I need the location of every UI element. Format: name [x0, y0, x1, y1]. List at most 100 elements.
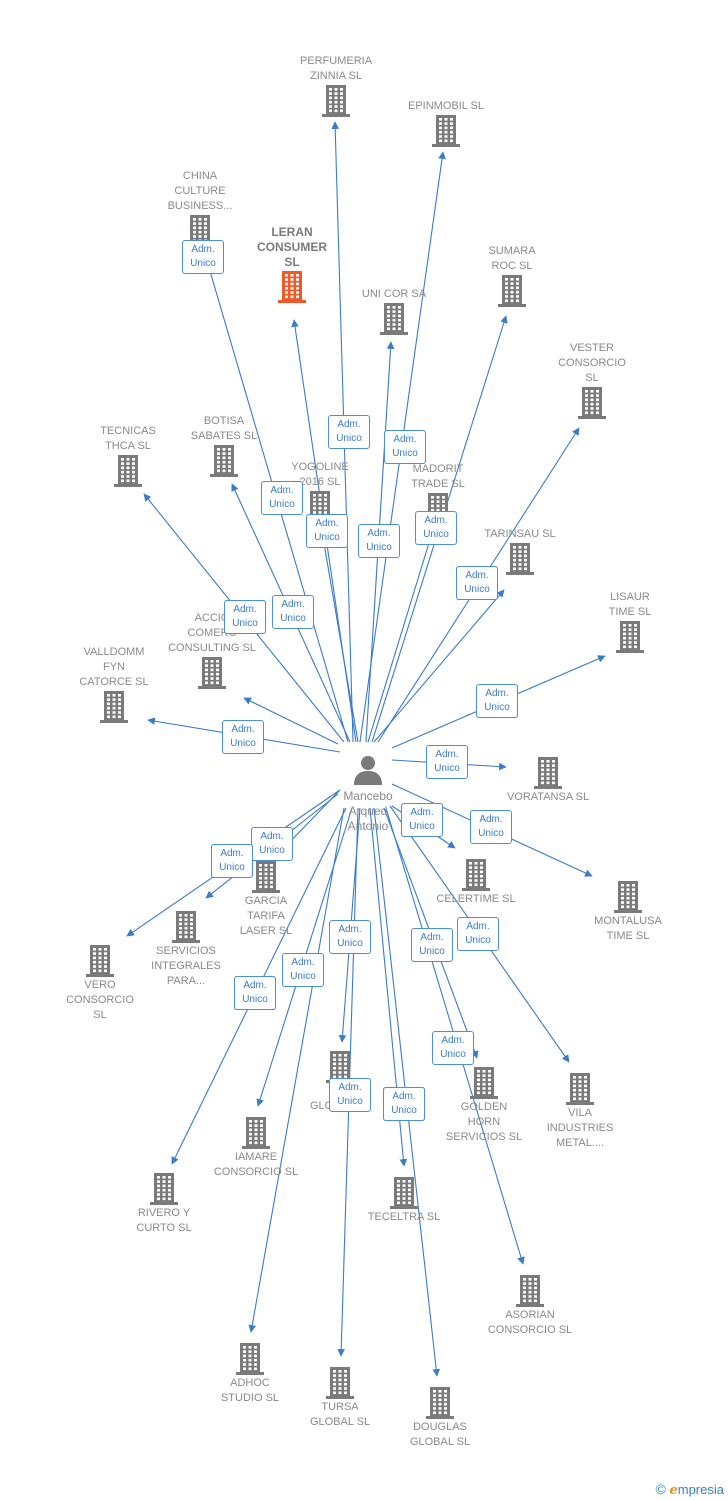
person-icon[interactable] — [351, 752, 385, 786]
edge-role-label[interactable]: Adm. Unico — [358, 524, 400, 558]
building-icon — [566, 1073, 594, 1105]
edge-role-label[interactable]: Adm. Unico — [432, 1031, 474, 1065]
edge-role-label[interactable]: Adm. Unico — [456, 566, 498, 600]
company-node[interactable]: LISAUR TIME SL — [574, 590, 686, 654]
company-node[interactable]: MONTALUSA TIME SL — [572, 880, 684, 944]
company-name[interactable]: BOTISA SABATES SL — [190, 415, 258, 442]
company-node[interactable]: CELERTIME SL — [420, 858, 532, 907]
building-icon — [516, 1275, 544, 1307]
company-node[interactable]: VALLDOMM FYN CATORCE SL — [58, 645, 170, 724]
edge-role-label[interactable]: Adm. Unico — [261, 481, 303, 515]
edge-role-label[interactable]: Adm. Unico — [476, 684, 518, 718]
person-name: Mancebo Arqued Antonio — [343, 789, 393, 833]
building-icon — [322, 85, 350, 117]
company-name[interactable]: VALLDOMM FYN CATORCE SL — [79, 646, 149, 688]
company-node[interactable]: SERVICIOS INTEGRALES PARA... — [130, 910, 242, 989]
company-name[interactable]: GOLDEN HORN SERVICIOS SL — [445, 1101, 523, 1143]
company-name[interactable]: YOGOLINE 2016 SL — [291, 461, 349, 488]
edge-role-label[interactable]: Adm. Unico — [222, 720, 264, 754]
company-name[interactable]: TURSA GLOBAL SL — [309, 1401, 371, 1428]
edge-role-label[interactable]: Adm. Unico — [211, 844, 253, 878]
edge-role-label[interactable]: Adm. Unico — [329, 920, 371, 954]
edge-role-label[interactable]: Adm. Unico — [224, 600, 266, 634]
company-node[interactable]: TECELTRA SL — [348, 1176, 460, 1225]
company-node[interactable]: LERAN CONSUMER SL — [236, 225, 348, 304]
edge-role-label[interactable]: Adm. Unico — [251, 827, 293, 861]
edge-role-label[interactable]: Adm. Unico — [401, 803, 443, 837]
building-icon — [534, 757, 562, 789]
edge-role-label[interactable]: Adm. Unico — [470, 810, 512, 844]
company-node[interactable]: EPINMOBIL SL — [390, 99, 502, 148]
building-icon — [198, 657, 226, 689]
company-name[interactable]: TECELTRA SL — [367, 1211, 441, 1223]
company-name[interactable]: ASORIAN CONSORCIO SL — [487, 1309, 573, 1336]
company-name[interactable]: DOUGLAS GLOBAL SL — [409, 1421, 471, 1448]
edge-role-label[interactable]: Adm. Unico — [457, 917, 499, 951]
edge-role-label[interactable]: Adm. Unico — [272, 595, 314, 629]
relation-edge — [248, 807, 345, 1333]
company-node[interactable]: PERFUMERIA ZINNIA SL — [280, 54, 392, 118]
building-icon — [326, 1367, 354, 1399]
edge-role-label[interactable]: Adm. Unico — [426, 745, 468, 779]
building-icon — [470, 1067, 498, 1099]
company-name[interactable]: UNI COR SA — [361, 288, 427, 300]
company-name[interactable]: VERO CONSORCIO SL — [66, 979, 134, 1021]
company-node[interactable]: ACCIO COMERC CONSULTING SL — [156, 611, 268, 690]
building-icon — [172, 911, 200, 943]
company-name[interactable]: CELERTIME SL — [436, 893, 516, 905]
company-name[interactable]: MADORIT TRADE SL — [411, 463, 465, 490]
edge-role-label[interactable]: Adm. Unico — [282, 953, 324, 987]
copyright-symbol: © — [655, 1481, 666, 1497]
company-name[interactable]: EPINMOBIL SL — [407, 100, 484, 112]
company-name[interactable]: CHINA CULTURE BUSINESS... — [167, 170, 233, 212]
company-node[interactable]: GARCIA TARIFA LASER SL — [210, 860, 322, 939]
company-name[interactable]: PERFUMERIA ZINNIA SL — [299, 55, 373, 82]
company-name[interactable]: SERVICIOS INTEGRALES PARA... — [151, 945, 221, 987]
company-node[interactable]: GOLDEN HORN SERVICIOS SL — [428, 1066, 540, 1145]
edge-role-label[interactable]: Adm. Unico — [384, 430, 426, 464]
company-node[interactable]: CHINA CULTURE BUSINESS... — [144, 169, 256, 248]
company-name[interactable]: SUMARA ROC SL — [488, 245, 536, 272]
company-node[interactable]: RIVERO Y CURTO SL — [108, 1172, 220, 1236]
edge-role-label[interactable]: Adm. Unico — [411, 928, 453, 962]
company-node[interactable]: TECNICAS THCA SL — [72, 424, 184, 488]
company-name[interactable]: LERAN CONSUMER SL — [256, 225, 327, 269]
company-node[interactable]: VILA INDUSTRIES METAL.... — [524, 1072, 636, 1151]
company-name[interactable]: RIVERO Y CURTO SL — [136, 1207, 192, 1234]
edge-role-label[interactable]: Adm. Unico — [328, 415, 370, 449]
company-node[interactable]: TURSA GLOBAL SL — [284, 1366, 396, 1430]
company-name[interactable]: TARINSAU SL — [484, 528, 556, 540]
company-node[interactable]: IAMARE CONSORCIO SL — [200, 1116, 312, 1180]
building-icon — [432, 115, 460, 147]
company-name[interactable]: VILA INDUSTRIES METAL.... — [546, 1107, 614, 1149]
edge-role-label[interactable]: Adm. Unico — [306, 514, 348, 548]
company-name[interactable]: MONTALUSA TIME SL — [594, 915, 662, 942]
edge-role-label[interactable]: Adm. Unico — [182, 240, 224, 274]
company-node[interactable]: VORATANSA SL — [492, 756, 604, 805]
company-name[interactable]: IAMARE CONSORCIO SL — [213, 1151, 299, 1178]
company-node[interactable]: VERO CONSORCIO SL — [44, 944, 156, 1023]
company-name[interactable]: ADHOC STUDIO SL — [220, 1377, 280, 1404]
company-node[interactable]: DOUGLAS GLOBAL SL — [384, 1386, 496, 1450]
company-name[interactable]: VORATANSA SL — [506, 791, 590, 803]
company-node[interactable]: TARINSAU SL — [464, 527, 576, 576]
building-icon — [614, 881, 642, 913]
edge-role-label[interactable]: Adm. Unico — [329, 1078, 371, 1112]
building-icon — [462, 859, 490, 891]
company-node[interactable]: VESTER CONSORCIO SL — [536, 341, 648, 420]
company-node[interactable]: SUMARA ROC SL — [456, 244, 568, 308]
company-name[interactable]: GARCIA TARIFA LASER SL — [239, 895, 293, 937]
building-icon — [390, 1177, 418, 1209]
building-icon — [100, 691, 128, 723]
company-node[interactable]: BOTISA SABATES SL — [168, 414, 280, 478]
company-name[interactable]: VESTER CONSORCIO SL — [558, 342, 626, 384]
edge-role-label[interactable]: Adm. Unico — [415, 511, 457, 545]
company-node[interactable]: ASORIAN CONSORCIO SL — [474, 1274, 586, 1338]
company-node[interactable]: ADHOC STUDIO SL — [194, 1342, 306, 1406]
company-name[interactable]: LISAUR TIME SL — [608, 591, 652, 618]
edge-role-label[interactable]: Adm. Unico — [383, 1087, 425, 1121]
company-name[interactable]: TECNICAS THCA SL — [100, 425, 156, 452]
company-node[interactable]: UNI COR SA — [338, 287, 450, 336]
relation-edge — [317, 519, 359, 743]
edge-role-label[interactable]: Adm. Unico — [234, 976, 276, 1010]
